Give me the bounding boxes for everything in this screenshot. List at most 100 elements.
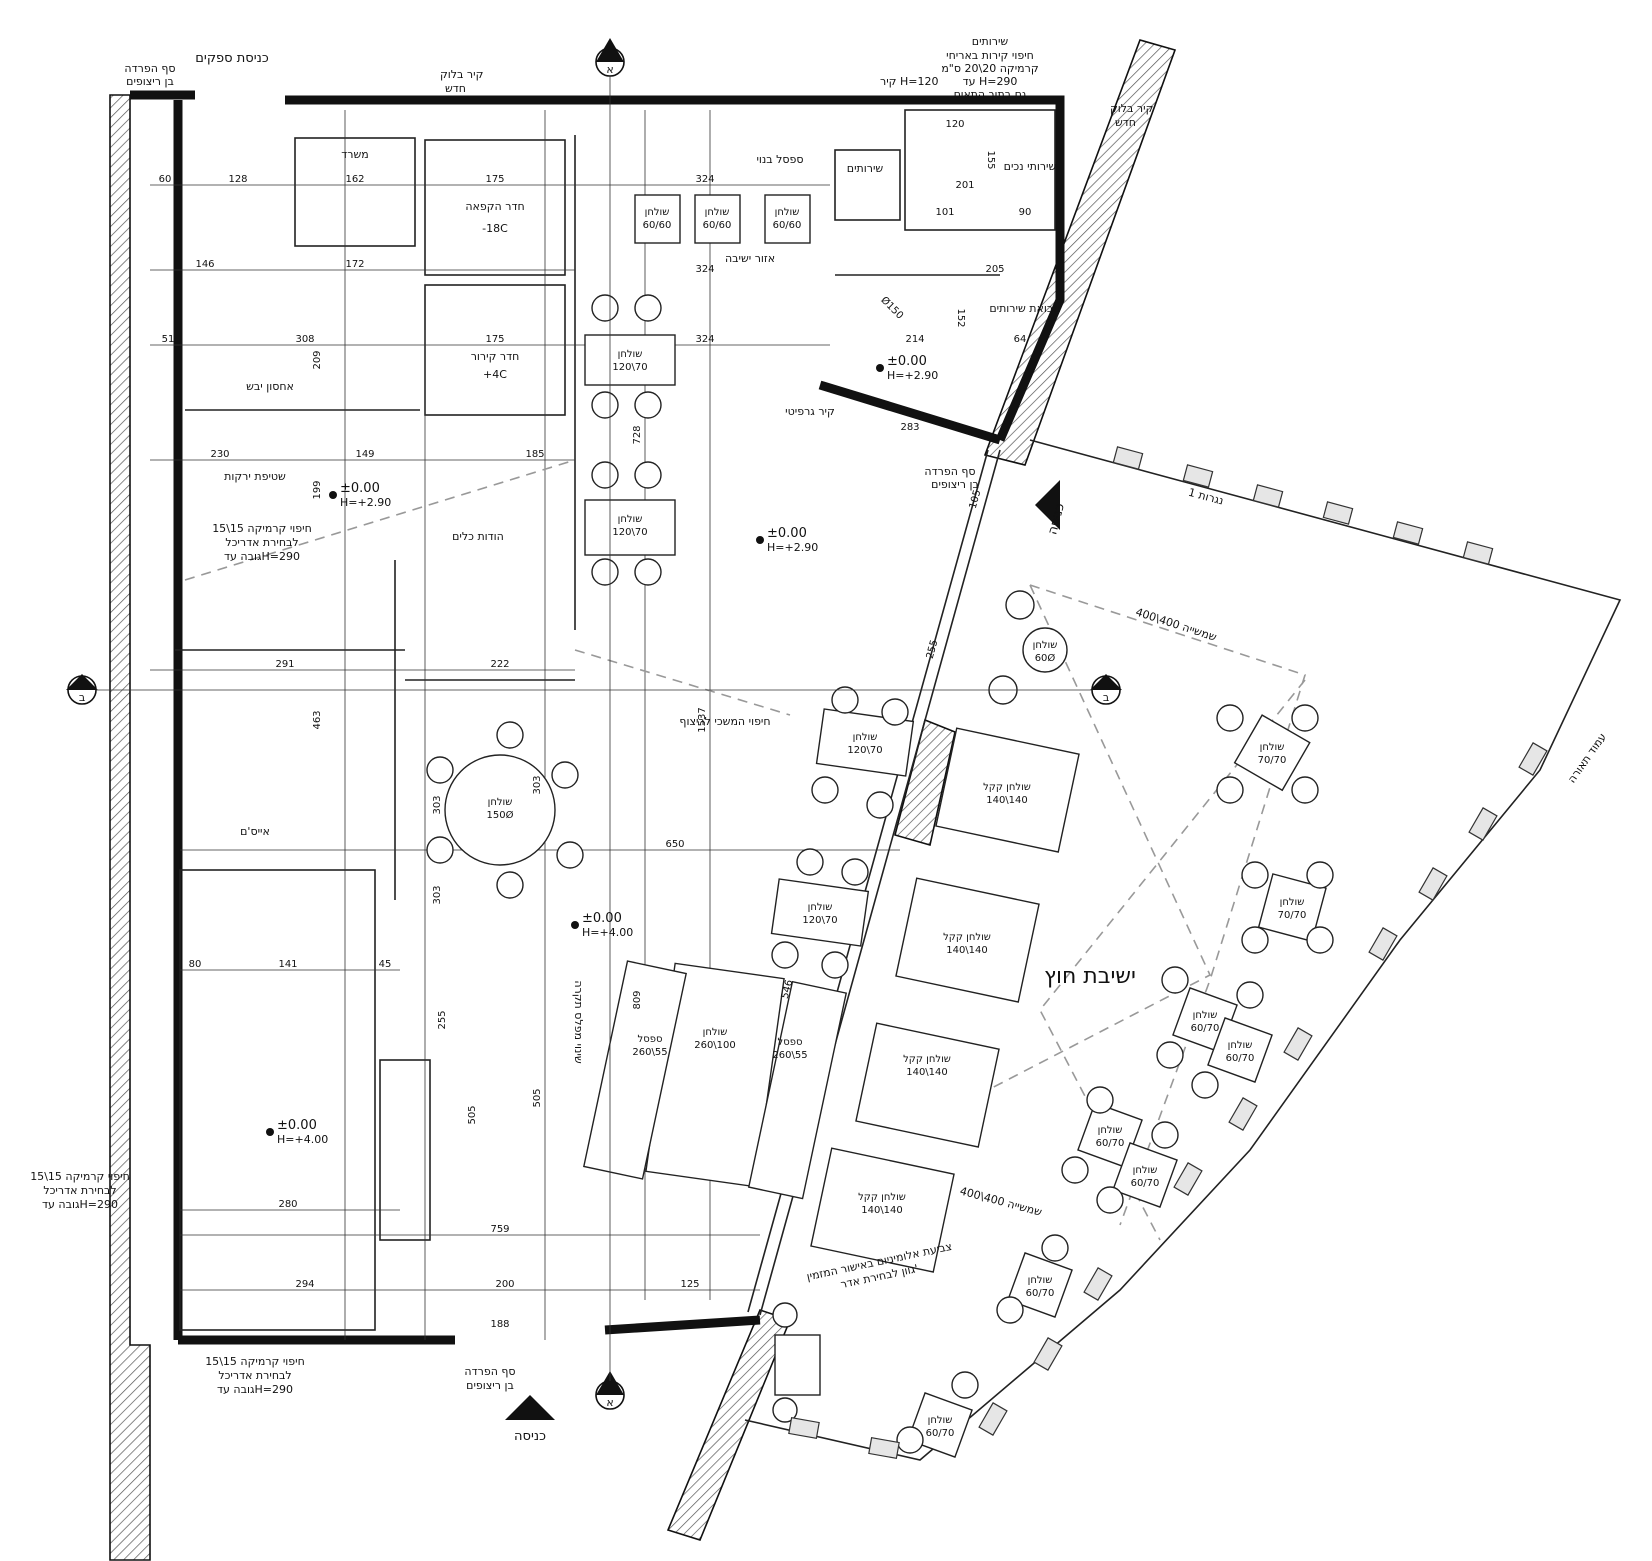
- dim-125: 125: [680, 1279, 699, 1290]
- table-6070-b-label: שולחן: [1228, 1040, 1253, 1051]
- dim-303b: 303: [532, 775, 543, 794]
- kakal-4-size: 140\140: [861, 1205, 903, 1216]
- note-threshold-top: סף הפרדה: [124, 62, 175, 75]
- section-marker-a-bottom: [595, 1371, 625, 1410]
- dashed-guide-3: [1029, 584, 1306, 1226]
- bench-2-size: 260\55: [772, 1050, 807, 1061]
- round-table-150-label: שולחן: [488, 797, 513, 808]
- label-freezer-temp: -18C: [482, 222, 508, 235]
- label-ice: אייס'ם: [240, 825, 270, 838]
- note-ceramic-veg-3: גובה עדH=290: [224, 550, 300, 563]
- kakal-4-label: שולחן קקל: [858, 1192, 906, 1203]
- planters: [788, 446, 1548, 1460]
- table-12070-d-label: שולחן: [808, 902, 833, 913]
- note-stools-1: נגרות 1: [1187, 486, 1225, 508]
- note-awning-1: שמשייה 400\400: [1134, 605, 1218, 644]
- dim-463: 463: [312, 710, 323, 729]
- note-services-title: שירותים: [972, 35, 1009, 48]
- kitchen-line: [179, 869, 376, 1331]
- kakal-3-size: 140\140: [906, 1067, 948, 1078]
- table-6070-e: [1007, 1252, 1073, 1318]
- kakal-table-1: [935, 727, 1080, 853]
- level-5-h: H=+4.00: [277, 1133, 328, 1146]
- label-office: משרד: [341, 148, 368, 161]
- label-main-entry: כניסה: [514, 1429, 546, 1444]
- kakal-1-label: שולחן קקל: [983, 782, 1031, 793]
- southeast-wall: [666, 1309, 792, 1541]
- dim-759: 759: [490, 1224, 509, 1235]
- dim-1537: 1537: [697, 707, 708, 732]
- dashed-guide-4: [929, 584, 1212, 1121]
- table-12070-b: [584, 499, 676, 556]
- table-12070-b-size: 120\70: [612, 527, 647, 538]
- dim-149: 149: [355, 449, 374, 460]
- dim-162: 162: [345, 174, 364, 185]
- table-6070-window: [774, 1334, 821, 1396]
- table-6070-e-size: 60/70: [1026, 1288, 1055, 1299]
- note-graphite-wall: קיר גרפיטי: [785, 405, 835, 418]
- label-bench-top: ספסל בנוי: [756, 153, 803, 166]
- long-table-label: שולחן: [703, 1027, 728, 1038]
- outdoor-boundary: [744, 439, 1622, 1461]
- note-ceramic-bottom-1: חיפוי קרמיקה 15\15: [205, 1355, 305, 1368]
- table-7070-a-label: שולחן: [1260, 742, 1285, 753]
- freezer-room: [424, 139, 566, 276]
- table-6070-b: [1207, 1017, 1273, 1083]
- label-toilets: שירותים: [847, 162, 884, 175]
- dim-101: 101: [935, 207, 954, 218]
- kakal-3-label: שולחן קקל: [903, 1054, 951, 1065]
- note-awning-2: שמשייה 400\400: [958, 1184, 1043, 1218]
- table-6070-f-label: שולחן: [928, 1415, 953, 1426]
- note-ceramic-bottom-2: לבחירת אדריכל: [218, 1369, 291, 1382]
- label-freezer: חדר הקפאה: [465, 200, 524, 213]
- table-7070-b-size: 70/70: [1278, 910, 1307, 921]
- round-table-150: [444, 754, 556, 866]
- label-cold-room-temp: +4C: [483, 368, 507, 381]
- kakal-table-2: [895, 877, 1040, 1003]
- bench-1: [582, 960, 688, 1180]
- table-6070-d: [1112, 1142, 1178, 1208]
- note-ceramic-left-2: לבחירת אדריכל: [43, 1184, 116, 1197]
- dim-809: 809: [632, 990, 643, 1009]
- table-6060-b-size: 60/60: [703, 220, 732, 231]
- table-12070-a: [584, 334, 676, 386]
- toilet-1: [834, 149, 901, 221]
- dim-324b: 324: [695, 264, 714, 275]
- table-12070-a-size: 120\70: [612, 362, 647, 373]
- dim-200: 200: [495, 1279, 514, 1290]
- kakal-table-4: [810, 1147, 955, 1273]
- table-12070-c: [815, 708, 915, 777]
- toilet-block-south: [818, 380, 1002, 445]
- kakal-2-label: שולחן קקל: [943, 932, 991, 943]
- dim-90: 90: [1019, 207, 1032, 218]
- table-6060-b: [694, 194, 741, 244]
- note-new-block-wall-right-2: חדש: [1115, 116, 1136, 129]
- table-12070-c-size: 120\70: [847, 745, 882, 756]
- table-6060-c: [764, 194, 811, 244]
- dim-546: 546: [780, 979, 796, 1000]
- note-ceramic-veg-1: חיפוי קרמיקה 15\15: [212, 522, 312, 535]
- table-12070-b-label: שולחן: [618, 514, 643, 525]
- north-wall-2: [285, 95, 1065, 442]
- dim-60: 60: [159, 174, 172, 185]
- label-seating-area: אזור ישיבה: [725, 252, 775, 265]
- level-2: ±0.00: [767, 526, 807, 541]
- dim-152: 152: [955, 308, 966, 327]
- dim-172: 172: [345, 259, 364, 270]
- level-4: ±0.00: [582, 911, 622, 926]
- level-1-h: H=+2.90: [340, 496, 391, 509]
- dim-283: 283: [900, 422, 919, 433]
- table-6070-e-label: שולחן: [1028, 1275, 1053, 1286]
- dim-308: 308: [295, 334, 314, 345]
- label-dry-storage: אחסון יבש: [246, 380, 294, 393]
- kakal-1-size: 140\140: [986, 795, 1028, 806]
- dim-222: 222: [490, 659, 509, 670]
- south-wall-2: [604, 1315, 761, 1335]
- dim-188: 188: [490, 1319, 509, 1330]
- level-2-h: H=+2.90: [767, 541, 818, 554]
- note-new-block-wall-top-2: חדש: [445, 82, 466, 95]
- label-cold-room: חדר קירור: [471, 350, 520, 363]
- dim-505b: 505: [532, 1088, 543, 1107]
- level-marker-symbols: [266, 364, 884, 1136]
- note-services-3: עד H=290: [963, 75, 1018, 88]
